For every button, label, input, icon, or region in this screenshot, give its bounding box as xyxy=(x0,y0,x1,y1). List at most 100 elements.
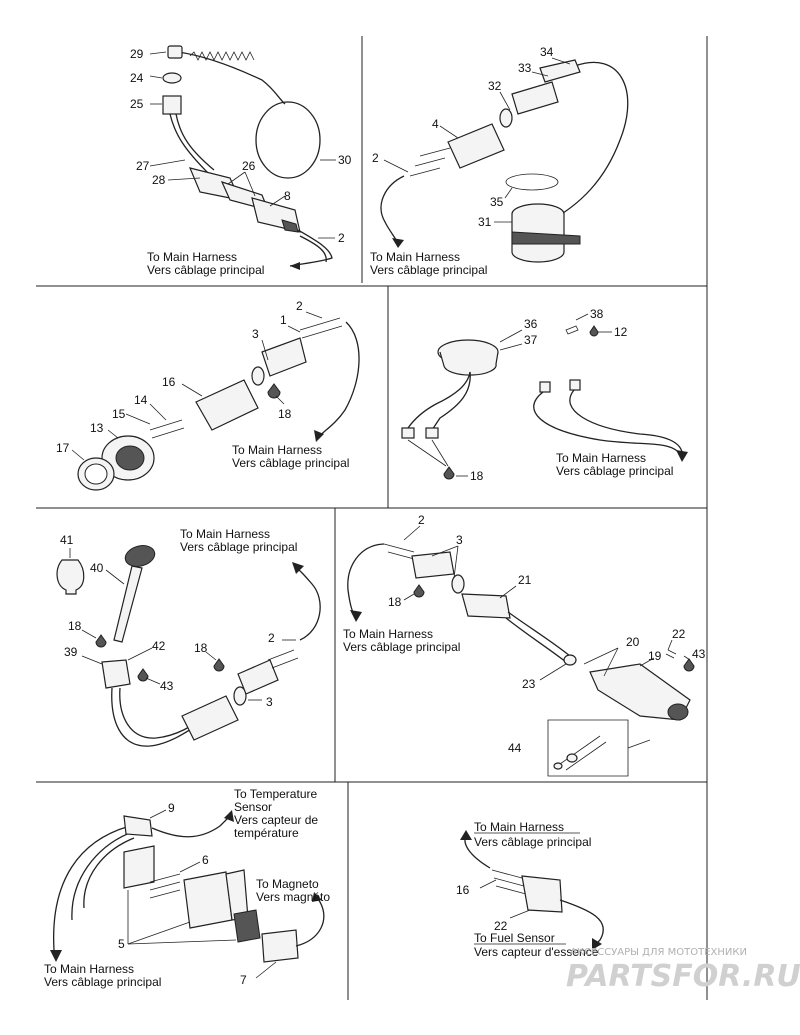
part-number: 6 xyxy=(202,853,209,867)
connector-pin xyxy=(281,219,299,233)
part-number: 44 xyxy=(508,741,522,755)
part-number: 25 xyxy=(130,97,144,111)
terminal xyxy=(569,379,581,391)
watermark: АКСЕССУАРЫ ДЛЯ МОТОТЕХНИКИ PARTSFOR.RU xyxy=(566,947,800,994)
part-number: 28 xyxy=(152,173,166,187)
knob-top xyxy=(124,545,156,567)
connector-housing xyxy=(181,695,239,741)
terminals xyxy=(299,317,343,339)
to-main-harness-label: To Main Harness xyxy=(370,250,460,264)
part-number: 19 xyxy=(648,649,662,663)
watermark-logo: PARTSFOR.RU xyxy=(566,959,800,994)
part-number: 22 xyxy=(494,919,508,933)
nut xyxy=(683,658,695,672)
connector-16 xyxy=(195,379,259,431)
arrow-to-main-harness xyxy=(676,450,688,462)
part-number: 8 xyxy=(284,189,291,203)
arrow-to-main-harness xyxy=(50,950,62,962)
part-number: 7 xyxy=(240,973,247,987)
connector-21 xyxy=(461,593,511,619)
part-number: 18 xyxy=(388,595,402,609)
gauge-back xyxy=(115,445,145,471)
to-main-harness-label-fr: Vers câblage principal xyxy=(232,456,349,470)
gauge-wire-2 xyxy=(431,371,471,431)
wire-loop xyxy=(255,101,321,179)
to-fuel-sensor-label-fr: Vers capteur d'essence xyxy=(474,945,599,959)
part-number: 43 xyxy=(160,679,174,693)
part-number: 16 xyxy=(162,375,176,389)
to-main-harness-label-fr: Vers câblage principal xyxy=(474,835,591,849)
part-number: 37 xyxy=(524,333,538,347)
part-number: 26 xyxy=(242,159,256,173)
coil-pattern xyxy=(189,51,255,61)
to-main-harness-label-fr: Vers câblage principal xyxy=(343,640,460,654)
panel-middle-left: 2 1 3 16 14 15 13 17 18 To Main Harness … xyxy=(56,299,360,491)
terminals xyxy=(267,649,299,669)
part-number: 32 xyxy=(488,79,502,93)
detail-washer xyxy=(553,762,563,770)
part-number: 3 xyxy=(252,327,259,341)
part-number: 42 xyxy=(152,639,166,653)
part-number: 14 xyxy=(134,393,148,407)
connector-body xyxy=(237,659,279,695)
part-number: 41 xyxy=(60,533,74,547)
gauge-base xyxy=(439,351,499,376)
sensor-cap xyxy=(167,45,183,59)
grease-drop xyxy=(413,584,425,598)
lever-pivot xyxy=(667,703,689,721)
harness-wire xyxy=(293,565,321,641)
part-number: 30 xyxy=(338,153,352,167)
detail-washer xyxy=(566,753,578,763)
part-number: 17 xyxy=(56,441,70,455)
arrow-to-main-harness xyxy=(290,262,300,270)
terminal xyxy=(539,381,551,393)
panel-top-left: 29 24 25 27 28 26 8 2 30 To Main Harness… xyxy=(130,45,352,277)
part-number: 2 xyxy=(338,231,345,245)
grease-drop xyxy=(137,668,149,682)
part-number: 2 xyxy=(268,631,275,645)
to-main-harness-label-fr: Vers câblage principal xyxy=(370,263,487,277)
to-main-harness-label-fr: Vers câblage principal xyxy=(147,263,264,277)
arrow-to-fuel-sensor xyxy=(592,938,602,950)
coiled-wire xyxy=(177,51,286,105)
to-main-harness-label: To Main Harness xyxy=(556,451,646,465)
panel-middle-right: 36 37 38 12 18 To Main Harness Vers câbl… xyxy=(401,307,688,483)
panel-bottom-right: 16 22 To Main Harness Vers câblage princ… xyxy=(456,820,604,959)
detail-box xyxy=(547,719,629,777)
part-number: 27 xyxy=(136,159,150,173)
watermark-tagline: АКСЕССУАРЫ ДЛЯ МОТОТЕХНИКИ xyxy=(570,947,747,958)
harness-wire-3 xyxy=(83,837,135,909)
part-number: 24 xyxy=(130,71,144,85)
part-number: 12 xyxy=(614,325,628,339)
sensor-body xyxy=(162,95,182,115)
part-number: 29 xyxy=(130,47,144,61)
to-main-harness-label: To Main Harness xyxy=(343,627,433,641)
magneto-wire xyxy=(295,895,325,947)
temp-wire xyxy=(151,815,231,838)
to-main-harness-label-fr: Vers câblage principal xyxy=(180,540,297,554)
grease-drop xyxy=(95,634,107,648)
grease-drop xyxy=(267,383,281,399)
harness-wire-2 xyxy=(569,389,683,453)
to-main-harness-label-fr: Vers câblage principal xyxy=(44,975,161,989)
harness-wire xyxy=(380,175,405,245)
terminals xyxy=(149,419,185,439)
terminals xyxy=(149,873,181,899)
part-number: 9 xyxy=(168,801,175,815)
part-number: 18 xyxy=(194,641,208,655)
part-number: 38 xyxy=(590,307,604,321)
to-magneto-label: To Magneto xyxy=(256,877,319,891)
connector-body xyxy=(511,81,559,115)
to-magneto-label-fr: Vers magnéto xyxy=(256,890,330,904)
sensor-wire-2 xyxy=(175,113,215,171)
panel-top-right: 34 33 32 4 2 35 31 To Main Harness Vers … xyxy=(370,45,629,277)
part-number: 2 xyxy=(296,299,303,313)
part-number: 2 xyxy=(372,151,379,165)
switch-body xyxy=(101,659,131,689)
arrow-to-main-harness xyxy=(314,430,324,442)
seal xyxy=(499,108,513,128)
detail-bolt xyxy=(559,735,607,771)
part-number: 33 xyxy=(518,61,532,75)
part-number: 39 xyxy=(64,645,78,659)
